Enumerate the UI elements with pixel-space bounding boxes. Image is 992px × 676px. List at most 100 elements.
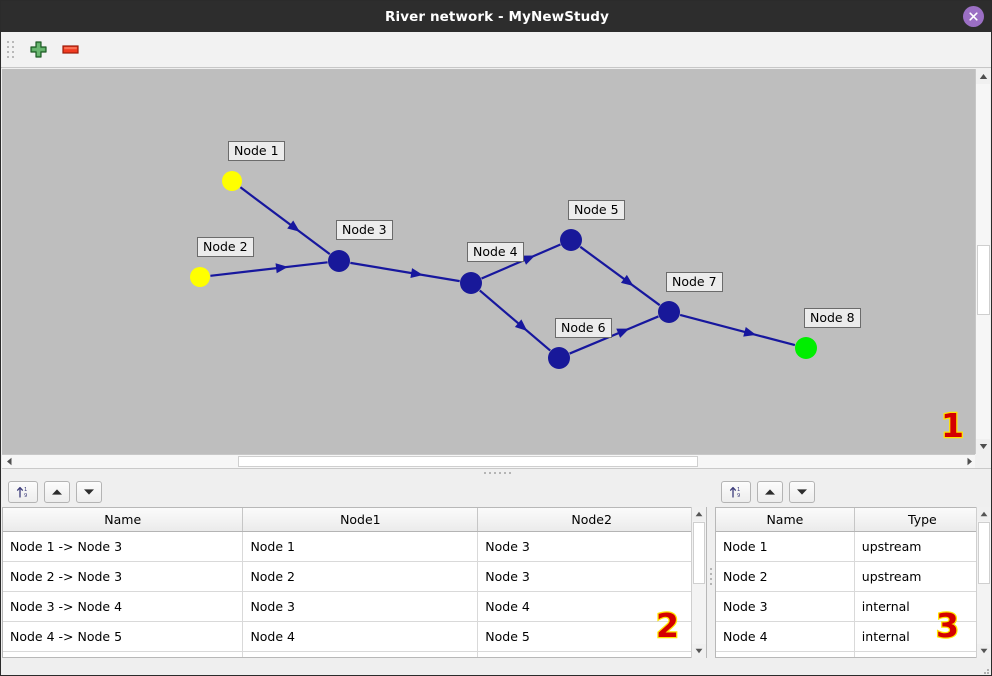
graph-node-node-7[interactable] <box>658 301 680 323</box>
table-cell[interactable]: Node 2 -> Node 3 <box>3 561 244 592</box>
nodes-move-down-button[interactable] <box>789 481 815 503</box>
node-label-node-3[interactable]: Node 3 <box>336 220 393 240</box>
table-cell[interactable]: Node 4 -> Node 5 <box>3 621 244 652</box>
river-network-canvas[interactable]: Node 1 Node 2 Node 3 Node 4 Node 5 Node 6 Node… <box>2 69 977 454</box>
table-cell[interactable]: Node 4 <box>716 621 855 652</box>
column-header-name[interactable]: Name <box>716 508 855 532</box>
nodes-scroll-down-button[interactable] <box>977 644 991 658</box>
remove-node-button[interactable] <box>57 37 83 63</box>
table-cell[interactable]: Node 5 <box>477 621 706 652</box>
graph-edge[interactable] <box>210 261 328 277</box>
table-empty-row[interactable] <box>3 651 706 657</box>
column-header-node2[interactable]: Node2 <box>477 508 706 532</box>
reaches-scroll-thumb[interactable] <box>693 522 705 584</box>
table-cell[interactable]: Node 4 <box>242 621 479 652</box>
table-cell[interactable]: Node 3 <box>477 561 706 592</box>
graph-node-node-2[interactable] <box>190 267 210 287</box>
table-cell[interactable]: Node 1 <box>716 531 855 562</box>
window-resize-grip[interactable] <box>981 666 989 674</box>
reaches-move-down-button[interactable] <box>76 481 102 503</box>
graph-node-node-4[interactable] <box>460 272 482 294</box>
graph-node-node-1[interactable] <box>222 171 242 191</box>
table-cell[interactable]: Node 1 -> Node 3 <box>3 531 244 562</box>
node-label-node-7[interactable]: Node 7 <box>666 272 723 292</box>
node-label-node-2[interactable]: Node 2 <box>197 237 254 257</box>
graph-edge[interactable] <box>679 313 796 347</box>
table-cell[interactable] <box>477 651 706 657</box>
table-cell[interactable]: Node 4 <box>477 591 706 622</box>
nodes-scroll-thumb[interactable] <box>978 522 990 584</box>
column-header-node1[interactable]: Node1 <box>242 508 479 532</box>
reaches-table-scrollbar[interactable] <box>691 507 706 658</box>
sort-ascending-icon: 1 9 <box>729 486 740 499</box>
add-node-button[interactable] <box>25 37 51 63</box>
reaches-scroll-down-button[interactable] <box>692 644 706 658</box>
node-label-node-6[interactable]: Node 6 <box>555 318 612 338</box>
table-cell[interactable] <box>716 651 855 657</box>
node-label-node-5[interactable]: Node 5 <box>568 200 625 220</box>
nodes-sort-button[interactable]: 1 9 <box>721 481 751 503</box>
table-cell[interactable]: Node 3 -> Node 4 <box>3 591 244 622</box>
reaches-move-up-button[interactable] <box>44 481 70 503</box>
canvas-hscroll-thumb[interactable] <box>238 456 698 467</box>
vertical-splitter[interactable] <box>707 477 715 675</box>
table-cell[interactable]: Node 3 <box>242 591 479 622</box>
graph-edge[interactable] <box>239 186 331 255</box>
nodes-move-up-button[interactable] <box>757 481 783 503</box>
graph-edge[interactable] <box>579 245 661 307</box>
table-cell[interactable] <box>3 651 244 657</box>
table-cell[interactable]: Node 1 <box>242 531 479 562</box>
canvas-horizontal-scrollbar[interactable] <box>2 454 977 468</box>
river-network-graph[interactable] <box>2 69 977 454</box>
graph-node-node-5[interactable] <box>560 229 582 251</box>
table-empty-row[interactable] <box>716 651 991 657</box>
table-cell[interactable] <box>242 651 479 657</box>
reaches-scroll-up-button[interactable] <box>692 507 706 521</box>
table-cell[interactable]: upstream <box>854 561 991 592</box>
table-cell[interactable]: Node 2 <box>242 561 479 592</box>
column-header-type[interactable]: Type <box>854 508 991 532</box>
horizontal-splitter[interactable] <box>2 468 991 477</box>
graph-nodes[interactable] <box>190 171 817 369</box>
graph-node-node-6[interactable] <box>548 347 570 369</box>
canvas-vertical-scrollbar[interactable] <box>975 69 991 454</box>
node-label-node-1[interactable]: Node 1 <box>228 141 285 161</box>
canvas-vscroll-thumb[interactable] <box>977 245 990 315</box>
table-cell[interactable]: internal <box>854 621 991 652</box>
graph-edge[interactable] <box>569 315 659 355</box>
close-window-button[interactable] <box>963 6 984 27</box>
table-cell[interactable] <box>854 651 991 657</box>
scroll-left-button[interactable] <box>2 455 16 468</box>
nodes-table-scrollbar[interactable] <box>976 507 991 658</box>
scroll-up-button[interactable] <box>976 69 991 84</box>
graph-edge[interactable] <box>350 261 460 283</box>
scroll-right-button[interactable] <box>963 455 977 468</box>
graph-node-node-8[interactable] <box>795 337 817 359</box>
scroll-down-button[interactable] <box>976 439 991 454</box>
table-cell[interactable]: Node 3 <box>716 591 855 622</box>
table-cell[interactable]: Node 3 <box>477 531 706 562</box>
graph-edge[interactable] <box>479 289 551 352</box>
column-header-name[interactable]: Name <box>3 508 244 532</box>
table-cell[interactable]: Node 2 <box>716 561 855 592</box>
table-cell[interactable]: internal <box>854 591 991 622</box>
node-label-node-4[interactable]: Node 4 <box>467 242 524 262</box>
table-cell[interactable]: upstream <box>854 531 991 562</box>
graph-node-node-3[interactable] <box>328 250 350 272</box>
drag-grip-icon[interactable] <box>5 39 15 61</box>
nodes-scroll-up-button[interactable] <box>977 507 991 521</box>
node-label-node-8[interactable]: Node 8 <box>804 308 861 328</box>
reaches-sort-button[interactable]: 1 9 <box>8 481 38 503</box>
